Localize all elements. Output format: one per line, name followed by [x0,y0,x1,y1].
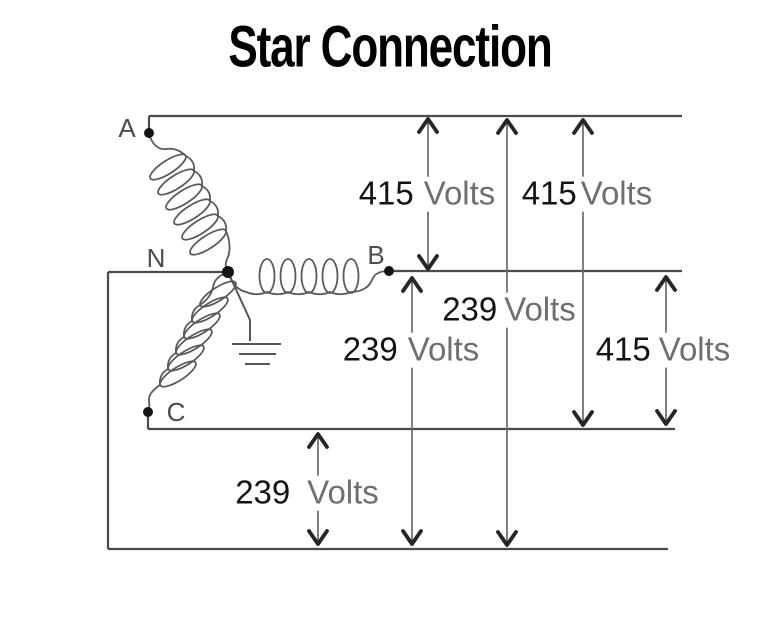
voltage-value: 415 [356,174,416,212]
voltage-value: 239 [340,330,400,368]
voltage-label-a-c: 415 Volts [519,174,655,212]
arrow-heads-a-c [572,118,594,427]
ground-symbol [227,271,281,365]
terminal-b-dot [384,266,394,276]
voltage-unit: Volts [421,174,498,212]
arrow-heads [307,117,677,547]
arrow-heads-b-n [401,276,423,546]
terminal-label-n: N [146,243,166,273]
voltage-unit: Volts [656,330,733,368]
voltage-value: 415 [519,174,579,212]
diagram-title: Star Connection [228,14,552,80]
voltage-unit: Volts [305,473,381,511]
terminal-label-b: B [367,240,385,270]
voltage-unit: Volts [578,174,655,212]
rails [106,114,682,551]
voltage-label-b-c: 415 Volts [593,330,733,368]
arrow-heads-b-c [655,275,677,426]
junction-dots [143,128,394,417]
terminal-c-dot [143,407,153,417]
voltage-unit: Volts [405,330,482,368]
terminal-a-dot [144,128,154,138]
star-point-dot [222,266,234,278]
voltage-label-a-b: 415 Volts [356,174,498,212]
voltage-label-a-n: 239 Volts [440,290,578,328]
voltage-value: 415 [593,330,653,368]
voltage-label-c-n: 239 Volts [233,473,381,511]
windings [147,133,389,412]
voltage-arrows [307,117,677,547]
ground-lead [227,271,251,341]
arrow-heads-a-n [496,118,518,547]
voltage-unit: Volts [502,290,578,328]
voltage-value: 239 [440,290,500,328]
arrow-heads-a-b [417,117,439,271]
voltage-value: 239 [233,473,293,511]
voltage-label-b-n: 239 Volts [340,330,482,368]
arrow-heads-c-n [307,432,329,546]
phase-b-coil [227,258,389,296]
phase-a-coil [148,133,231,272]
phase-c-coil [147,271,237,412]
terminal-label-a: A [118,113,136,143]
terminal-label-c: C [166,397,186,427]
